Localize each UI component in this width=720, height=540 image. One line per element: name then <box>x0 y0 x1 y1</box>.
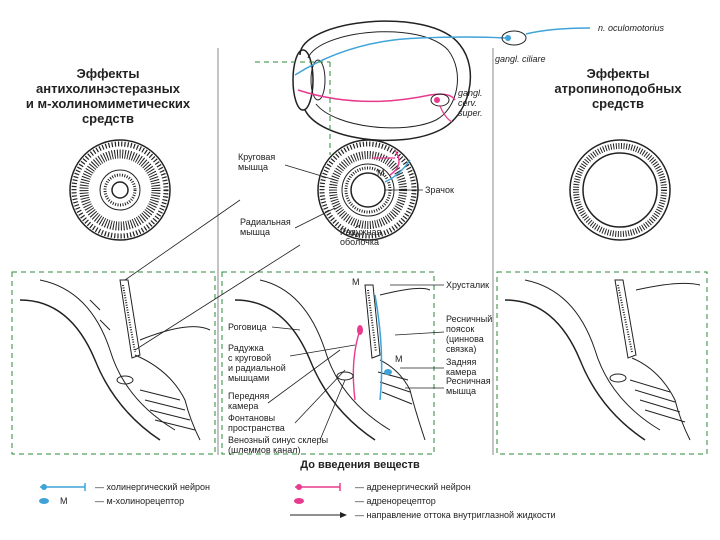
label-m-receptor-bottom: M <box>395 354 403 364</box>
svg-text:Фонтановы: Фонтановы <box>228 413 275 423</box>
svg-text:cerv.: cerv. <box>458 98 477 108</box>
label-cornea: Роговица <box>228 322 301 332</box>
svg-text:Радиальная: Радиальная <box>240 217 291 227</box>
label-ciliary-muscle: Ресничная мышца <box>405 376 491 396</box>
legend-cholinergic-neuron: — холинергический нейрон <box>40 482 210 492</box>
svg-text:M: M <box>60 496 68 506</box>
svg-text:пространства: пространства <box>228 423 285 433</box>
svg-text:мышцами: мышцами <box>228 373 269 383</box>
label-posterior-chamber: Задняя камера <box>400 357 477 377</box>
svg-text:— м-холинорецептор: — м-холинорецептор <box>95 496 184 506</box>
header-right: Эффекты атропиноподобных средств <box>554 66 682 111</box>
svg-text:— адренорецептор: — адренорецептор <box>355 496 436 506</box>
svg-text:мышца: мышца <box>240 227 270 237</box>
svg-text:— направление оттока внутригла: — направление оттока внутриглазной жидко… <box>355 510 556 520</box>
svg-text:— адренергический нейрон: — адренергический нейрон <box>355 482 471 492</box>
label-receptor-m: M <box>377 168 385 178</box>
svg-text:и радиальной: и радиальной <box>228 363 286 373</box>
svg-text:поясок: поясок <box>446 324 474 334</box>
svg-text:Круговая: Круговая <box>238 152 275 162</box>
label-pupil: Зрачок <box>425 185 454 195</box>
label-iris-desc: Радужка с круговой и радиальной мышцами <box>228 343 356 383</box>
svg-text:камера: камера <box>228 401 258 411</box>
label-lens: Хрусталик <box>390 280 489 290</box>
section-frame-right <box>496 271 708 455</box>
legend: — холинергический нейрон M — м-холинорец… <box>39 482 556 520</box>
svg-text:gangl.: gangl. <box>458 88 483 98</box>
label-cerv: gangl. cerv. super. <box>458 88 483 118</box>
svg-text:(шлеммов канал): (шлеммов канал) <box>228 445 301 455</box>
label-oculomotor: n. oculomotorius <box>598 23 665 33</box>
svg-text:средств: средств <box>592 96 644 111</box>
section-frame-left <box>11 271 216 455</box>
svg-text:Передняя: Передняя <box>228 391 269 401</box>
svg-text:Венозный синус склеры: Венозный синус склеры <box>228 435 328 445</box>
svg-text:средств: средств <box>82 111 134 126</box>
svg-text:атропиноподобных: атропиноподобных <box>554 81 682 96</box>
svg-text:Эффекты: Эффекты <box>586 66 649 81</box>
label-ciliare: gangl. ciliare <box>495 54 546 64</box>
svg-text:super.: super. <box>458 108 483 118</box>
label-circular-muscle: Круговая мышца <box>238 152 336 181</box>
label-schlemm-canal: Венозный синус склеры (шлеммов канал) <box>228 379 346 455</box>
label-anterior-chamber: Передняя камера <box>228 349 341 411</box>
svg-text:Роговица: Роговица <box>228 322 267 332</box>
svg-text:Эффекты: Эффекты <box>76 66 139 81</box>
section-right-anatomy <box>504 279 701 441</box>
label-iris: Радужная оболочка <box>340 224 382 247</box>
caption-before-drugs: До введения веществ <box>300 459 420 471</box>
svg-text:Хрусталик: Хрусталик <box>446 280 489 290</box>
section-center-anatomy <box>234 279 431 441</box>
label-radial-muscle: Радиальная мышца <box>240 207 336 237</box>
svg-text:мышца: мышца <box>446 386 476 396</box>
svg-text:оболочка: оболочка <box>340 237 379 247</box>
label-m-receptor-top: M <box>352 277 360 287</box>
svg-text:и м-холиномиметических: и м-холиномиметических <box>26 96 191 111</box>
eyeball-diagram <box>255 20 591 155</box>
label-fontana-spaces: Фонтановы пространства <box>228 369 346 433</box>
svg-text:Ресничная: Ресничная <box>446 376 491 386</box>
legend-outflow-direction: — направление оттока внутриглазной жидко… <box>290 510 556 520</box>
legend-adrenergic-neuron: — адренергический нейрон <box>295 482 471 492</box>
legend-m-receptor: M — м-холинорецептор <box>39 496 184 506</box>
legend-adrenoreceptor: — адренорецептор <box>294 496 436 506</box>
svg-text:Радужная: Радужная <box>340 227 382 237</box>
svg-text:связка): связка) <box>446 344 476 354</box>
label-zonule: Ресничный поясок (циннова связка) <box>394 314 492 354</box>
svg-text:антихолинэстеразных: антихолинэстеразных <box>36 81 181 96</box>
svg-text:Ресничный: Ресничный <box>446 314 492 324</box>
svg-text:мышца: мышца <box>238 162 268 172</box>
svg-text:Радужка: Радужка <box>228 343 264 353</box>
svg-text:— холинергический нейрон: — холинергический нейрон <box>95 482 210 492</box>
header-left: Эффекты антихолинэстеразных и м-холиноми… <box>26 66 191 126</box>
svg-text:камера: камера <box>446 367 476 377</box>
section-left-anatomy <box>19 199 301 441</box>
iris-left-constricted <box>69 139 171 241</box>
svg-text:Задняя: Задняя <box>446 357 477 367</box>
section-frame-center <box>221 271 435 455</box>
iris-right-dilated <box>569 139 671 241</box>
svg-text:(циннова: (циннова <box>446 334 484 344</box>
svg-text:с круговой: с круговой <box>228 353 271 363</box>
